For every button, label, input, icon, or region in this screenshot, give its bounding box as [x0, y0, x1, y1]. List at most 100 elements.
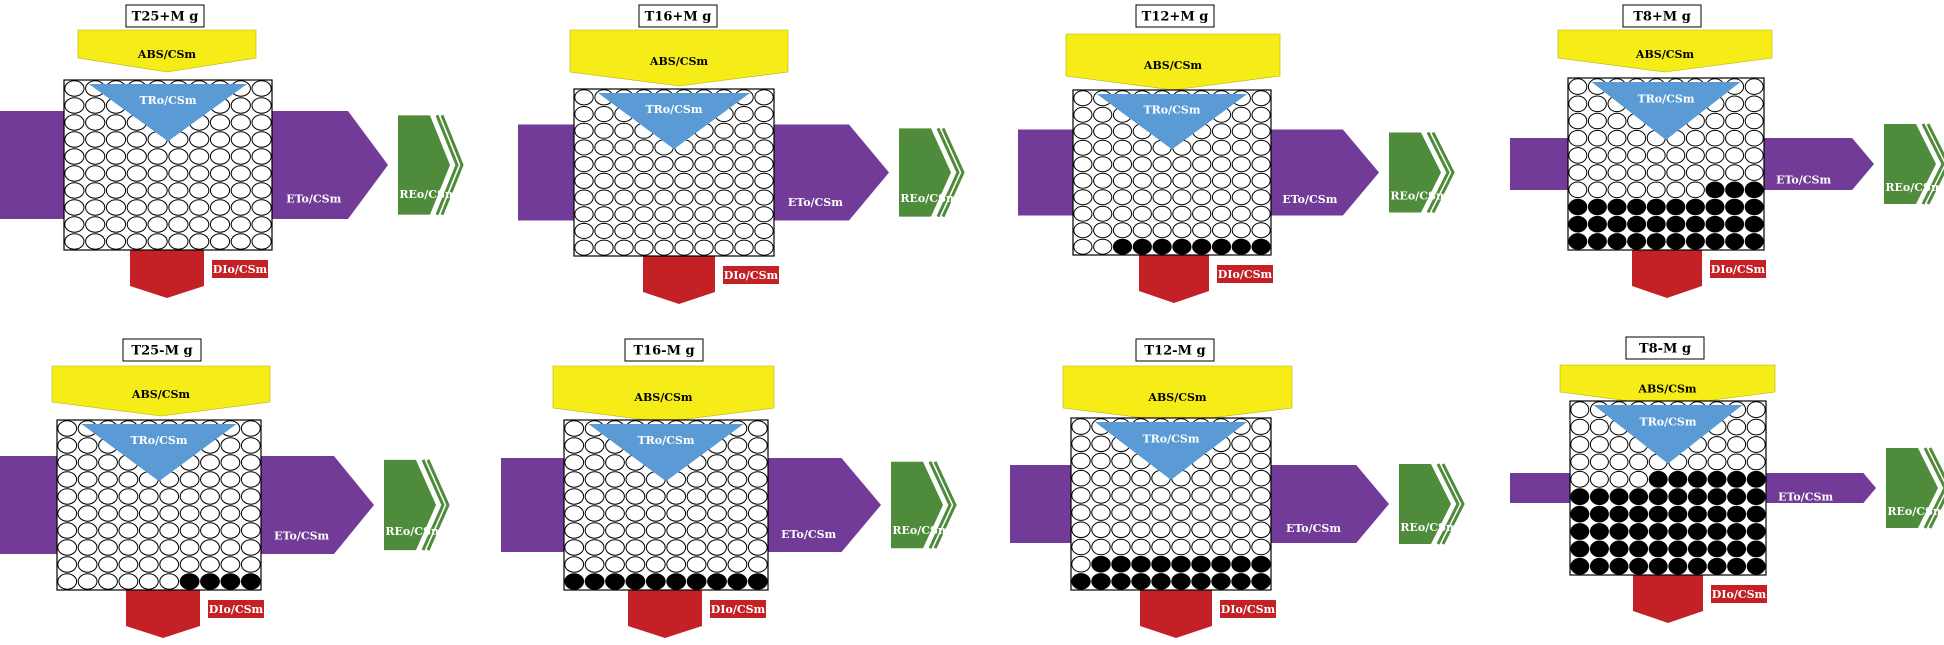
active-reaction-center: [1071, 538, 1091, 556]
active-reaction-center: [230, 182, 251, 199]
reo-chevron-stripe: [928, 461, 952, 549]
inactive-reaction-center: [1629, 523, 1649, 540]
tro-flux-triangle: [81, 424, 237, 482]
active-reaction-center: [1231, 521, 1251, 539]
panel-title-box: [1622, 4, 1702, 28]
active-reaction-center: [594, 106, 614, 123]
active-reaction-center: [105, 165, 127, 182]
active-reaction-center: [1151, 521, 1171, 539]
inactive-reaction-center: [1668, 470, 1688, 488]
active-reaction-center: [1570, 418, 1590, 436]
inactive-reaction-center: [1589, 523, 1609, 540]
active-reaction-center: [77, 505, 98, 522]
active-reaction-center: [614, 122, 634, 139]
active-reaction-center: [189, 148, 210, 165]
active-reaction-center: [98, 454, 118, 471]
label-text: ETo/CSm: [1776, 174, 1831, 187]
inactive-reaction-center: [1570, 505, 1590, 523]
active-reaction-center: [614, 239, 634, 256]
inactive-reaction-center: [1727, 557, 1747, 575]
reo-chevron-stripe: [941, 127, 965, 218]
active-reaction-center: [1746, 401, 1766, 419]
active-reaction-center: [727, 437, 748, 454]
active-reaction-center: [1705, 112, 1725, 130]
active-reaction-center: [1231, 487, 1251, 504]
panel-title-box: [624, 338, 704, 362]
active-reaction-center: [666, 505, 687, 522]
inactive-reaction-center: [1705, 181, 1725, 199]
dio-label-box: [208, 600, 264, 618]
active-reaction-center: [584, 522, 605, 539]
active-reaction-center: [574, 122, 594, 139]
active-reaction-center: [686, 488, 707, 505]
dio-flux-arrow: [130, 250, 204, 298]
abs-flux-arrow: [1065, 33, 1281, 91]
active-reaction-center: [1111, 504, 1131, 521]
active-reaction-center: [1091, 538, 1111, 556]
panel-title-box: [1135, 4, 1215, 28]
active-reaction-center: [179, 471, 200, 488]
active-reaction-center: [1727, 453, 1747, 471]
active-reaction-center: [138, 488, 159, 505]
inactive-reaction-center: [1211, 573, 1231, 590]
label-text: DIo/CSm: [724, 269, 779, 282]
active-reaction-center: [1251, 222, 1271, 239]
active-reaction-center: [634, 139, 654, 156]
active-reaction-center: [727, 505, 748, 522]
active-reaction-center: [1211, 538, 1231, 556]
dio-label-box: [1220, 600, 1276, 618]
active-reaction-center: [674, 222, 694, 239]
active-reaction-center: [118, 522, 139, 539]
inactive-reaction-center: [1744, 181, 1764, 199]
active-reaction-center: [754, 156, 774, 173]
active-reaction-center: [747, 505, 768, 522]
active-reaction-center: [614, 189, 634, 206]
active-reaction-center: [584, 539, 605, 556]
active-reaction-center: [105, 233, 127, 250]
active-reaction-center: [1725, 164, 1745, 181]
active-reaction-center: [564, 437, 585, 454]
tro-flux-triangle: [1591, 82, 1741, 140]
active-reaction-center: [1191, 538, 1211, 556]
active-reaction-center: [707, 522, 727, 539]
active-reaction-center: [168, 233, 189, 250]
inactive-reaction-center: [1707, 523, 1727, 540]
active-reaction-center: [1725, 95, 1745, 113]
active-reaction-center: [1192, 172, 1212, 189]
active-reaction-center: [1251, 452, 1271, 470]
active-reaction-center: [1172, 156, 1192, 173]
active-reaction-center: [57, 420, 78, 437]
active-reaction-center: [98, 488, 118, 505]
dio-label-box: [1711, 585, 1767, 603]
active-reaction-center: [1705, 147, 1725, 164]
label-text: REo/CSm: [1887, 505, 1944, 518]
active-reaction-center: [77, 522, 98, 539]
label-text: TRo/CSm: [139, 94, 196, 107]
active-reaction-center: [1152, 189, 1172, 206]
active-reaction-center: [1231, 172, 1251, 189]
inactive-reaction-center: [1192, 238, 1212, 255]
active-reaction-center: [634, 239, 654, 256]
active-reaction-center: [1685, 181, 1705, 199]
active-reaction-center: [98, 573, 118, 590]
active-reaction-center: [220, 471, 241, 488]
active-reaction-center: [594, 189, 614, 206]
active-reaction-center: [594, 206, 614, 223]
active-reaction-center: [614, 156, 634, 173]
active-reaction-center: [1251, 521, 1271, 539]
active-reaction-center: [1211, 156, 1232, 173]
dio-flux-arrow: [126, 590, 200, 638]
inactive-reaction-center: [1111, 573, 1131, 590]
active-reaction-center: [1746, 436, 1766, 453]
active-reaction-center: [574, 222, 594, 239]
active-reaction-center: [1093, 123, 1113, 140]
active-reaction-center: [1211, 205, 1232, 222]
inactive-reaction-center: [1687, 557, 1707, 575]
inactive-reaction-center: [645, 573, 666, 590]
active-reaction-center: [625, 471, 646, 488]
active-reaction-center: [230, 114, 251, 131]
label-text: ABS/CSm: [1635, 48, 1694, 61]
active-reaction-center: [1587, 112, 1607, 130]
inactive-reaction-center: [1131, 573, 1151, 590]
active-reaction-center: [564, 505, 585, 522]
